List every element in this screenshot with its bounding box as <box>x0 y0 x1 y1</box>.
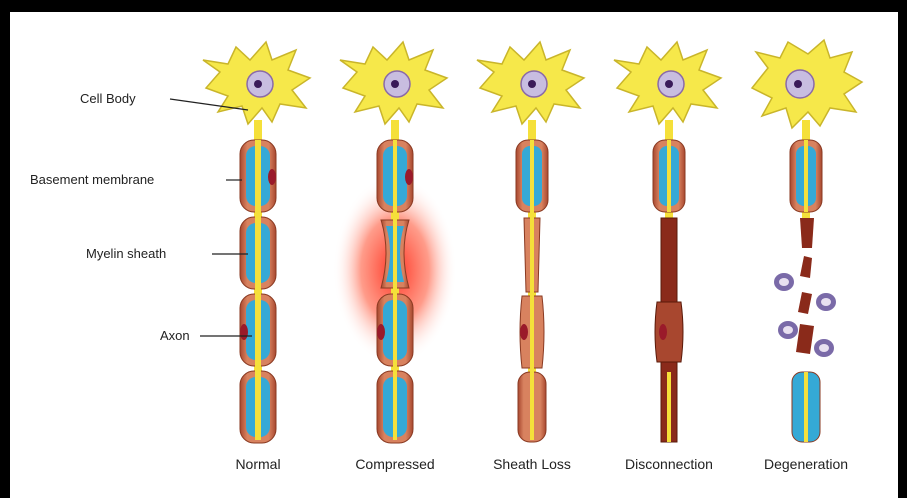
label-cell-body: Cell Body <box>80 91 136 106</box>
label-myelin-sheath: Myelin sheath <box>86 246 166 261</box>
label-axon: Axon <box>160 328 190 343</box>
neuron-sheath-loss <box>477 42 584 442</box>
macrophage <box>816 293 836 311</box>
caption-compressed: Compressed <box>325 456 465 472</box>
macrophage <box>774 273 794 291</box>
macrophage <box>814 339 834 357</box>
neuron-normal <box>203 42 310 443</box>
label-basement-membrane: Basement membrane <box>30 172 154 187</box>
neuron-degeneration <box>752 40 862 442</box>
caption-disconnection: Disconnection <box>599 456 739 472</box>
caption-degeneration: Degeneration <box>736 456 876 472</box>
neuron-disconnection <box>614 42 721 442</box>
nucleolus <box>254 80 262 88</box>
caption-sheath-loss: Sheath Loss <box>462 456 602 472</box>
macrophage <box>778 321 798 339</box>
caption-normal: Normal <box>188 456 328 472</box>
diagram-frame: Cell Body Basement membrane Myelin sheat… <box>10 12 898 498</box>
